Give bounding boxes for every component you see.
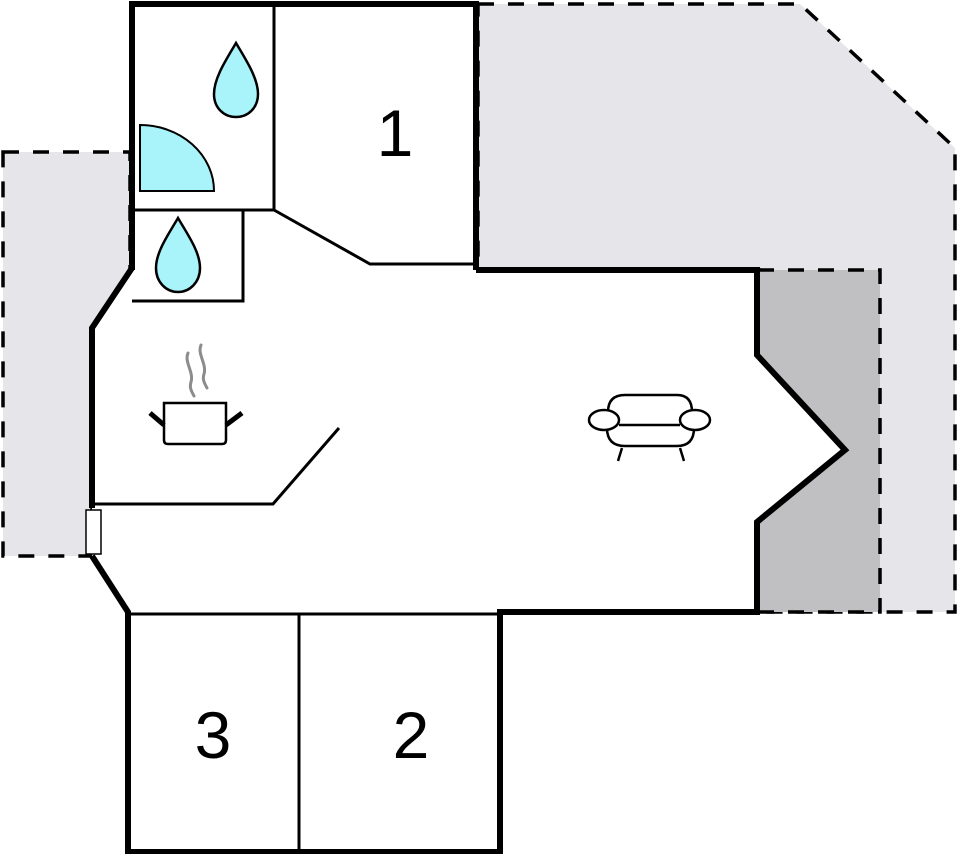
outer-wall-west [89,266,135,508]
water-drop-icon [212,40,260,119]
outer-wall-north [129,1,479,270]
house-floor [92,4,845,852]
cooking-pot-icon [148,343,244,446]
shower-icon [139,123,216,192]
wall-bath2 [132,210,245,303]
wall-bedroom1-diagonal [273,208,476,266]
room-label-bedroom-2: 2 [392,698,430,772]
kitchen-counter [92,427,341,506]
outer-wall [89,267,850,854]
room-label-bedroom-1: 1 [376,96,414,170]
entrance-door [85,509,102,555]
water-drop-icon [154,215,202,294]
room-label-bedroom-3: 3 [194,698,232,772]
sofa-icon [587,393,712,462]
